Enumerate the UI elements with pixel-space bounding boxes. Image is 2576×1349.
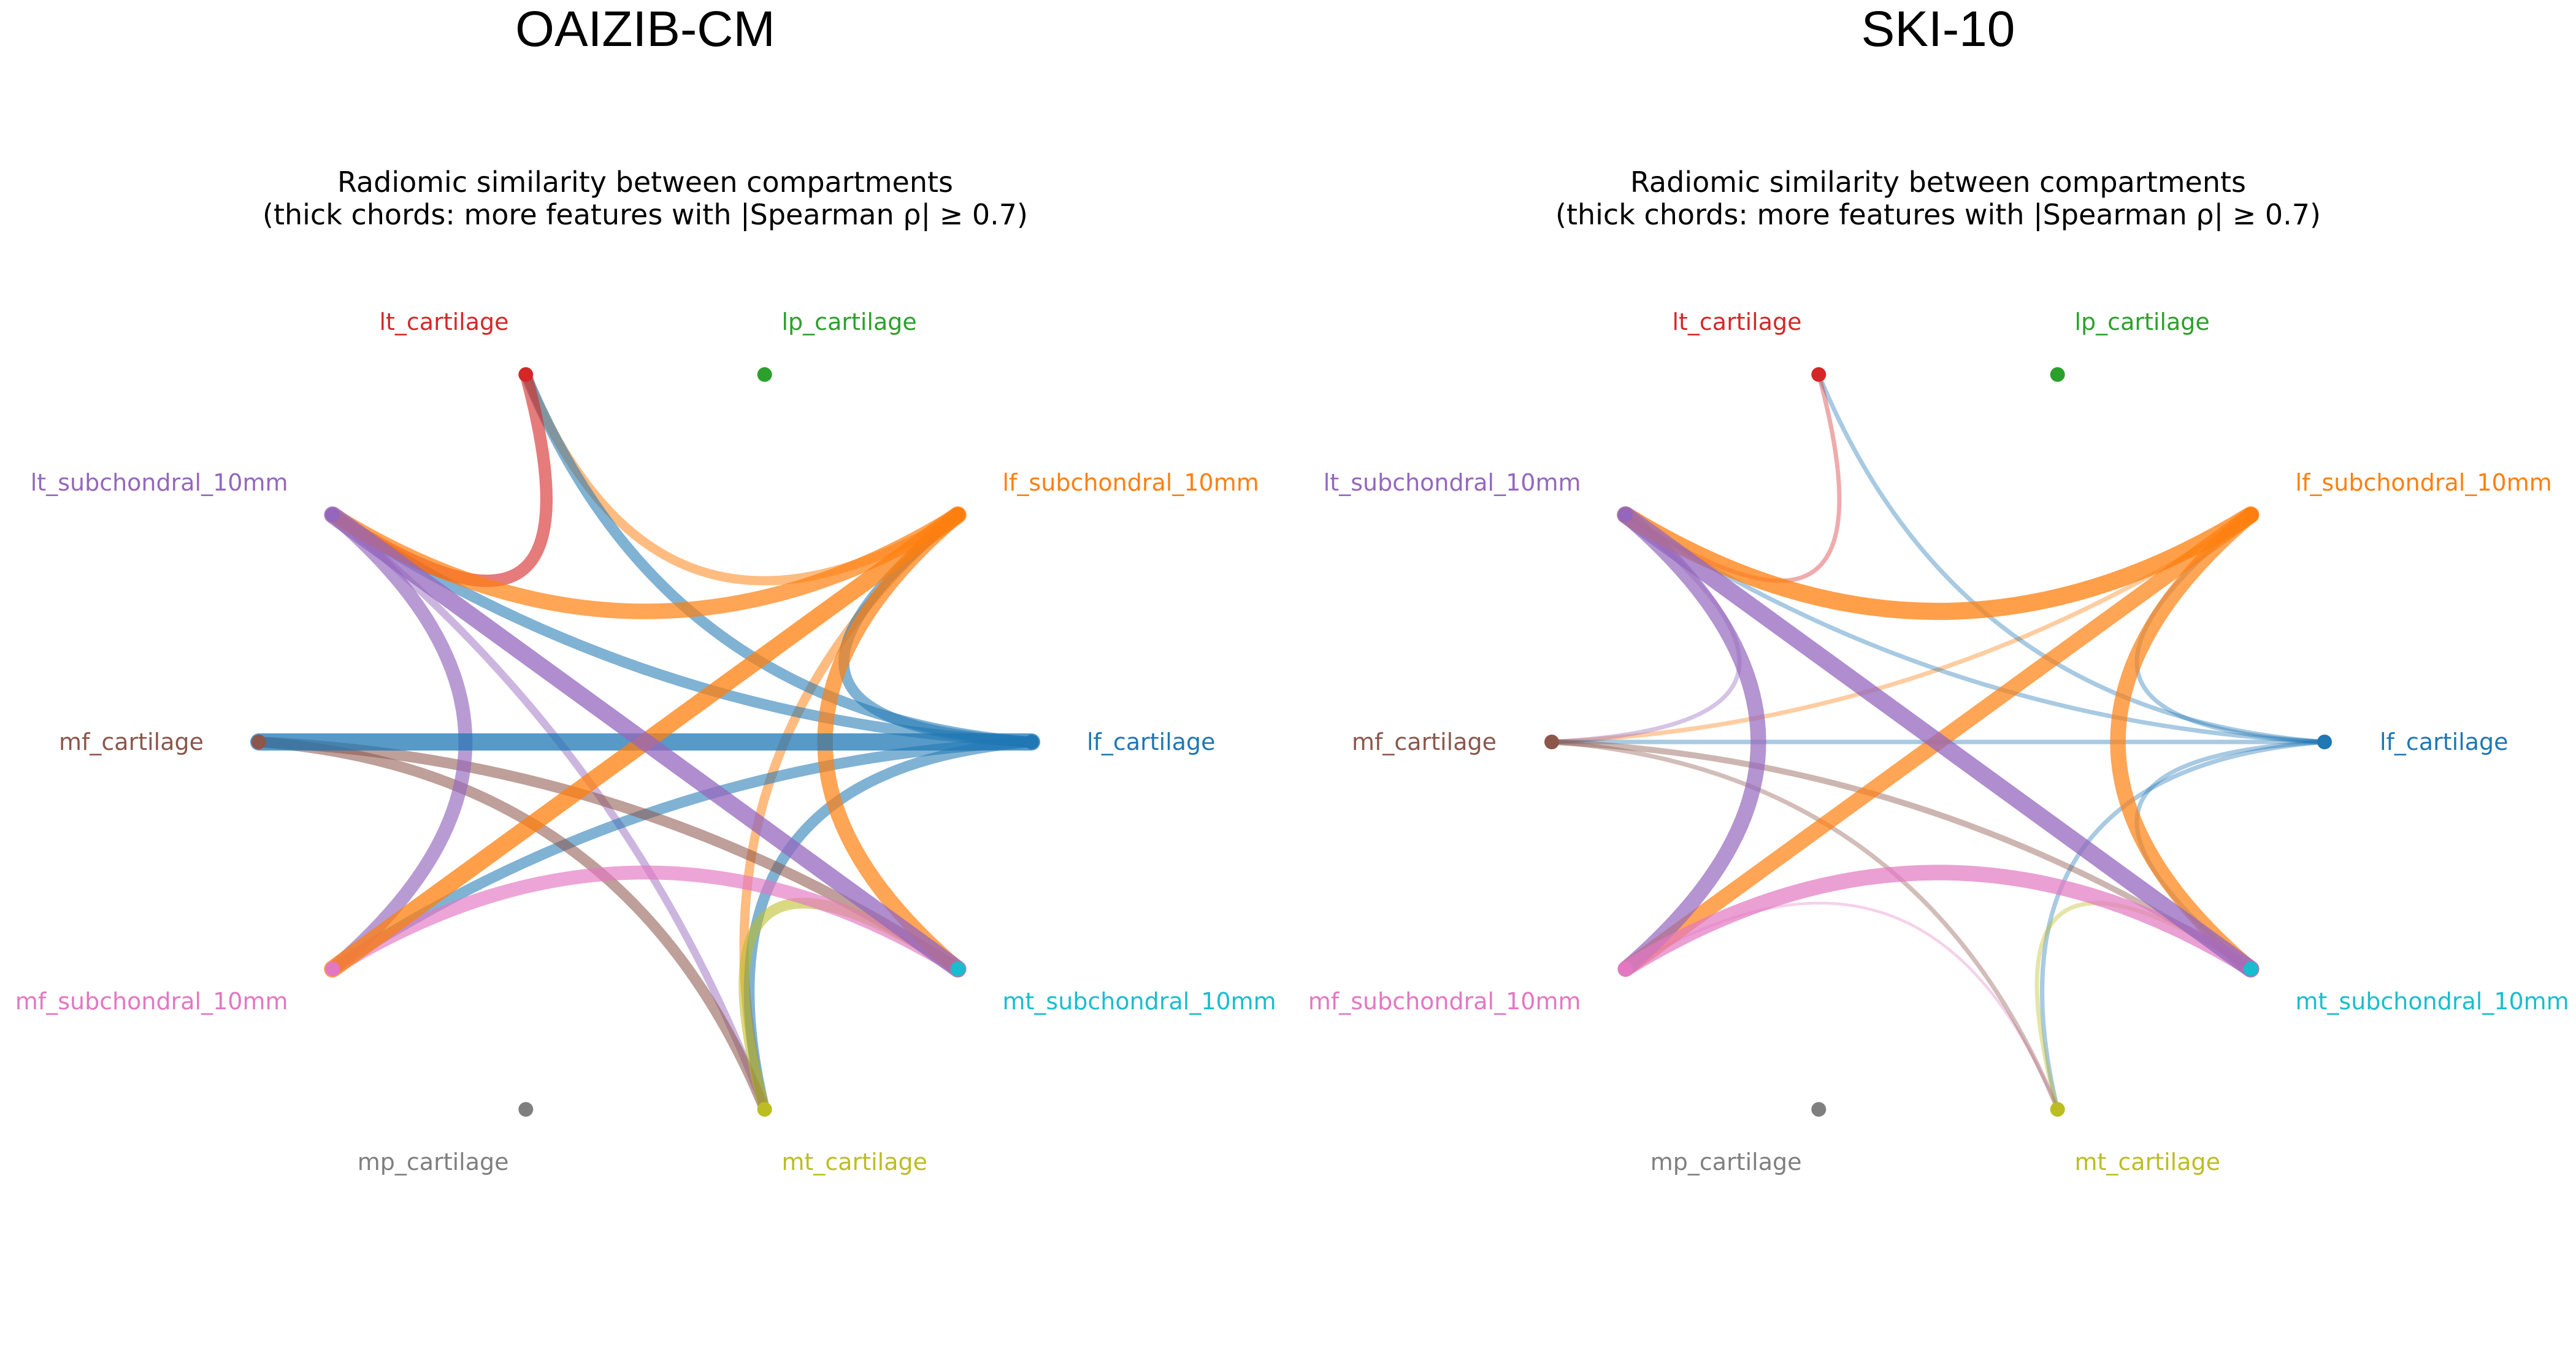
node-mf-cartilage <box>1544 735 1559 749</box>
chart-title: Radiomic similarity between compartments <box>1630 166 2246 199</box>
panel-title: OAIZIB-CM <box>515 1 775 57</box>
node-lp-cartilage <box>2050 367 2065 382</box>
chord-lt-subchondral-10mm-to-mt-subchondral-10mm <box>1617 506 2260 978</box>
chord-lf-cartilage-to-mf-subchondral-10mm <box>327 736 1037 975</box>
node-lt-cartilage <box>1811 367 1827 382</box>
node-mt-subchondral-10mm <box>2243 961 2258 977</box>
node-label-mf-subchondral-10mm: mf_subchondral_10mm <box>1308 988 1581 1015</box>
node-lf-cartilage <box>2317 735 2332 749</box>
node-label-lt-subchondral-10mm: lt_subchondral_10mm <box>1324 469 1581 496</box>
chord-mf-subchondral-10mm-to-mt-subchondral-10mm <box>1617 865 2259 977</box>
chord-lt-subchondral-10mm-to-mt-subchondral-10mm <box>324 506 967 978</box>
chord-lf-subchondral-10mm-to-lt-subchondral-10mm <box>1617 506 2260 621</box>
node-mt-cartilage <box>2050 1102 2065 1117</box>
node-label-mt-cartilage: mt_cartilage <box>782 1148 928 1175</box>
panel-title: SKI-10 <box>1861 1 2015 57</box>
chart-subtitle: (thick chords: more features with |Spear… <box>1555 198 2321 232</box>
chord-mf-cartilage-to-mt-cartilage <box>253 736 770 1115</box>
node-label-mt-subchondral-10mm: mt_subchondral_10mm <box>2296 988 2569 1015</box>
node-group <box>1544 367 2332 1117</box>
node-mf-subchondral-10mm <box>325 961 340 977</box>
node-lf-subchondral-10mm <box>2243 507 2258 522</box>
node-mt-subchondral-10mm <box>950 961 965 977</box>
node-label-lf-subchondral-10mm: lf_subchondral_10mm <box>1003 469 1259 496</box>
chord-lt-subchondral-10mm-to-mf-subchondral-10mm <box>1617 507 1766 977</box>
node-label-mf-cartilage: mf_cartilage <box>59 728 204 755</box>
node-label-mt-cartilage: mt_cartilage <box>2075 1148 2221 1175</box>
node-mt-cartilage <box>757 1102 772 1117</box>
chord-lf-subchondral-10mm-to-mt-subchondral-10mm <box>2110 507 2259 977</box>
node-lt-subchondral-10mm <box>325 507 340 522</box>
chord-lf-cartilage-to-lt-cartilage <box>520 369 1037 747</box>
node-lp-cartilage <box>757 367 772 382</box>
panel-ski-10: SKI-10 Radiomic similarity between compa… <box>1308 1 2569 1175</box>
chord-group <box>1549 372 2327 1112</box>
node-label-mp-cartilage: mp_cartilage <box>358 1148 509 1175</box>
chord-mf-cartilage-to-mt-subchondral-10mm <box>253 736 964 975</box>
chord-mf-subchondral-10mm-to-mt-subchondral-10mm <box>325 865 965 976</box>
node-group <box>251 367 1039 1117</box>
node-label-lt-cartilage: lt_cartilage <box>1672 308 1801 335</box>
node-mp-cartilage <box>518 1102 534 1117</box>
node-label-lt-subchondral-10mm: lt_subchondral_10mm <box>31 469 288 496</box>
node-label-lf-cartilage: lf_cartilage <box>1087 728 1216 755</box>
panel-oaizib-cm: OAIZIB-CM Radiomic similarity between co… <box>15 1 1276 1175</box>
node-lf-cartilage <box>1024 735 1039 749</box>
node-label-mt-subchondral-10mm: mt_subchondral_10mm <box>1003 988 1276 1015</box>
node-mf-subchondral-10mm <box>1618 961 1633 977</box>
node-lt-subchondral-10mm <box>1618 507 1633 522</box>
chart-subtitle: (thick chords: more features with |Spear… <box>263 198 1028 232</box>
chart-title: Radiomic similarity between compartments <box>337 166 953 199</box>
chord-lf-subchondral-10mm-to-lt-subchondral-10mm <box>324 507 966 619</box>
node-lf-subchondral-10mm <box>950 507 965 522</box>
node-label-lf-cartilage: lf_cartilage <box>2380 728 2509 755</box>
label-group: lf_cartilage lf_subchondral_10mm lp_cartil… <box>15 308 1276 1175</box>
node-label-mf-cartilage: mf_cartilage <box>1352 728 1497 755</box>
node-label-lp-cartilage: lp_cartilage <box>2075 308 2210 335</box>
node-label-mf-subchondral-10mm: mf_subchondral_10mm <box>15 988 288 1015</box>
label-group: lf_cartilage lf_subchondral_10mm lp_cartil… <box>1308 308 2569 1175</box>
chord-mf-cartilage-to-mt-cartilage <box>1549 739 2060 1112</box>
chord-group <box>250 368 1040 1115</box>
node-label-lp-cartilage: lp_cartilage <box>782 308 917 335</box>
node-label-lt-cartilage: lt_cartilage <box>379 308 508 335</box>
node-mp-cartilage <box>1811 1102 1827 1117</box>
chord-lf-cartilage-to-lt-cartilage <box>1816 372 2327 744</box>
node-label-lf-subchondral-10mm: lf_subchondral_10mm <box>2296 469 2552 496</box>
node-lt-cartilage <box>518 367 534 382</box>
node-label-mp-cartilage: mp_cartilage <box>1650 1148 1802 1175</box>
node-mf-cartilage <box>251 735 266 749</box>
